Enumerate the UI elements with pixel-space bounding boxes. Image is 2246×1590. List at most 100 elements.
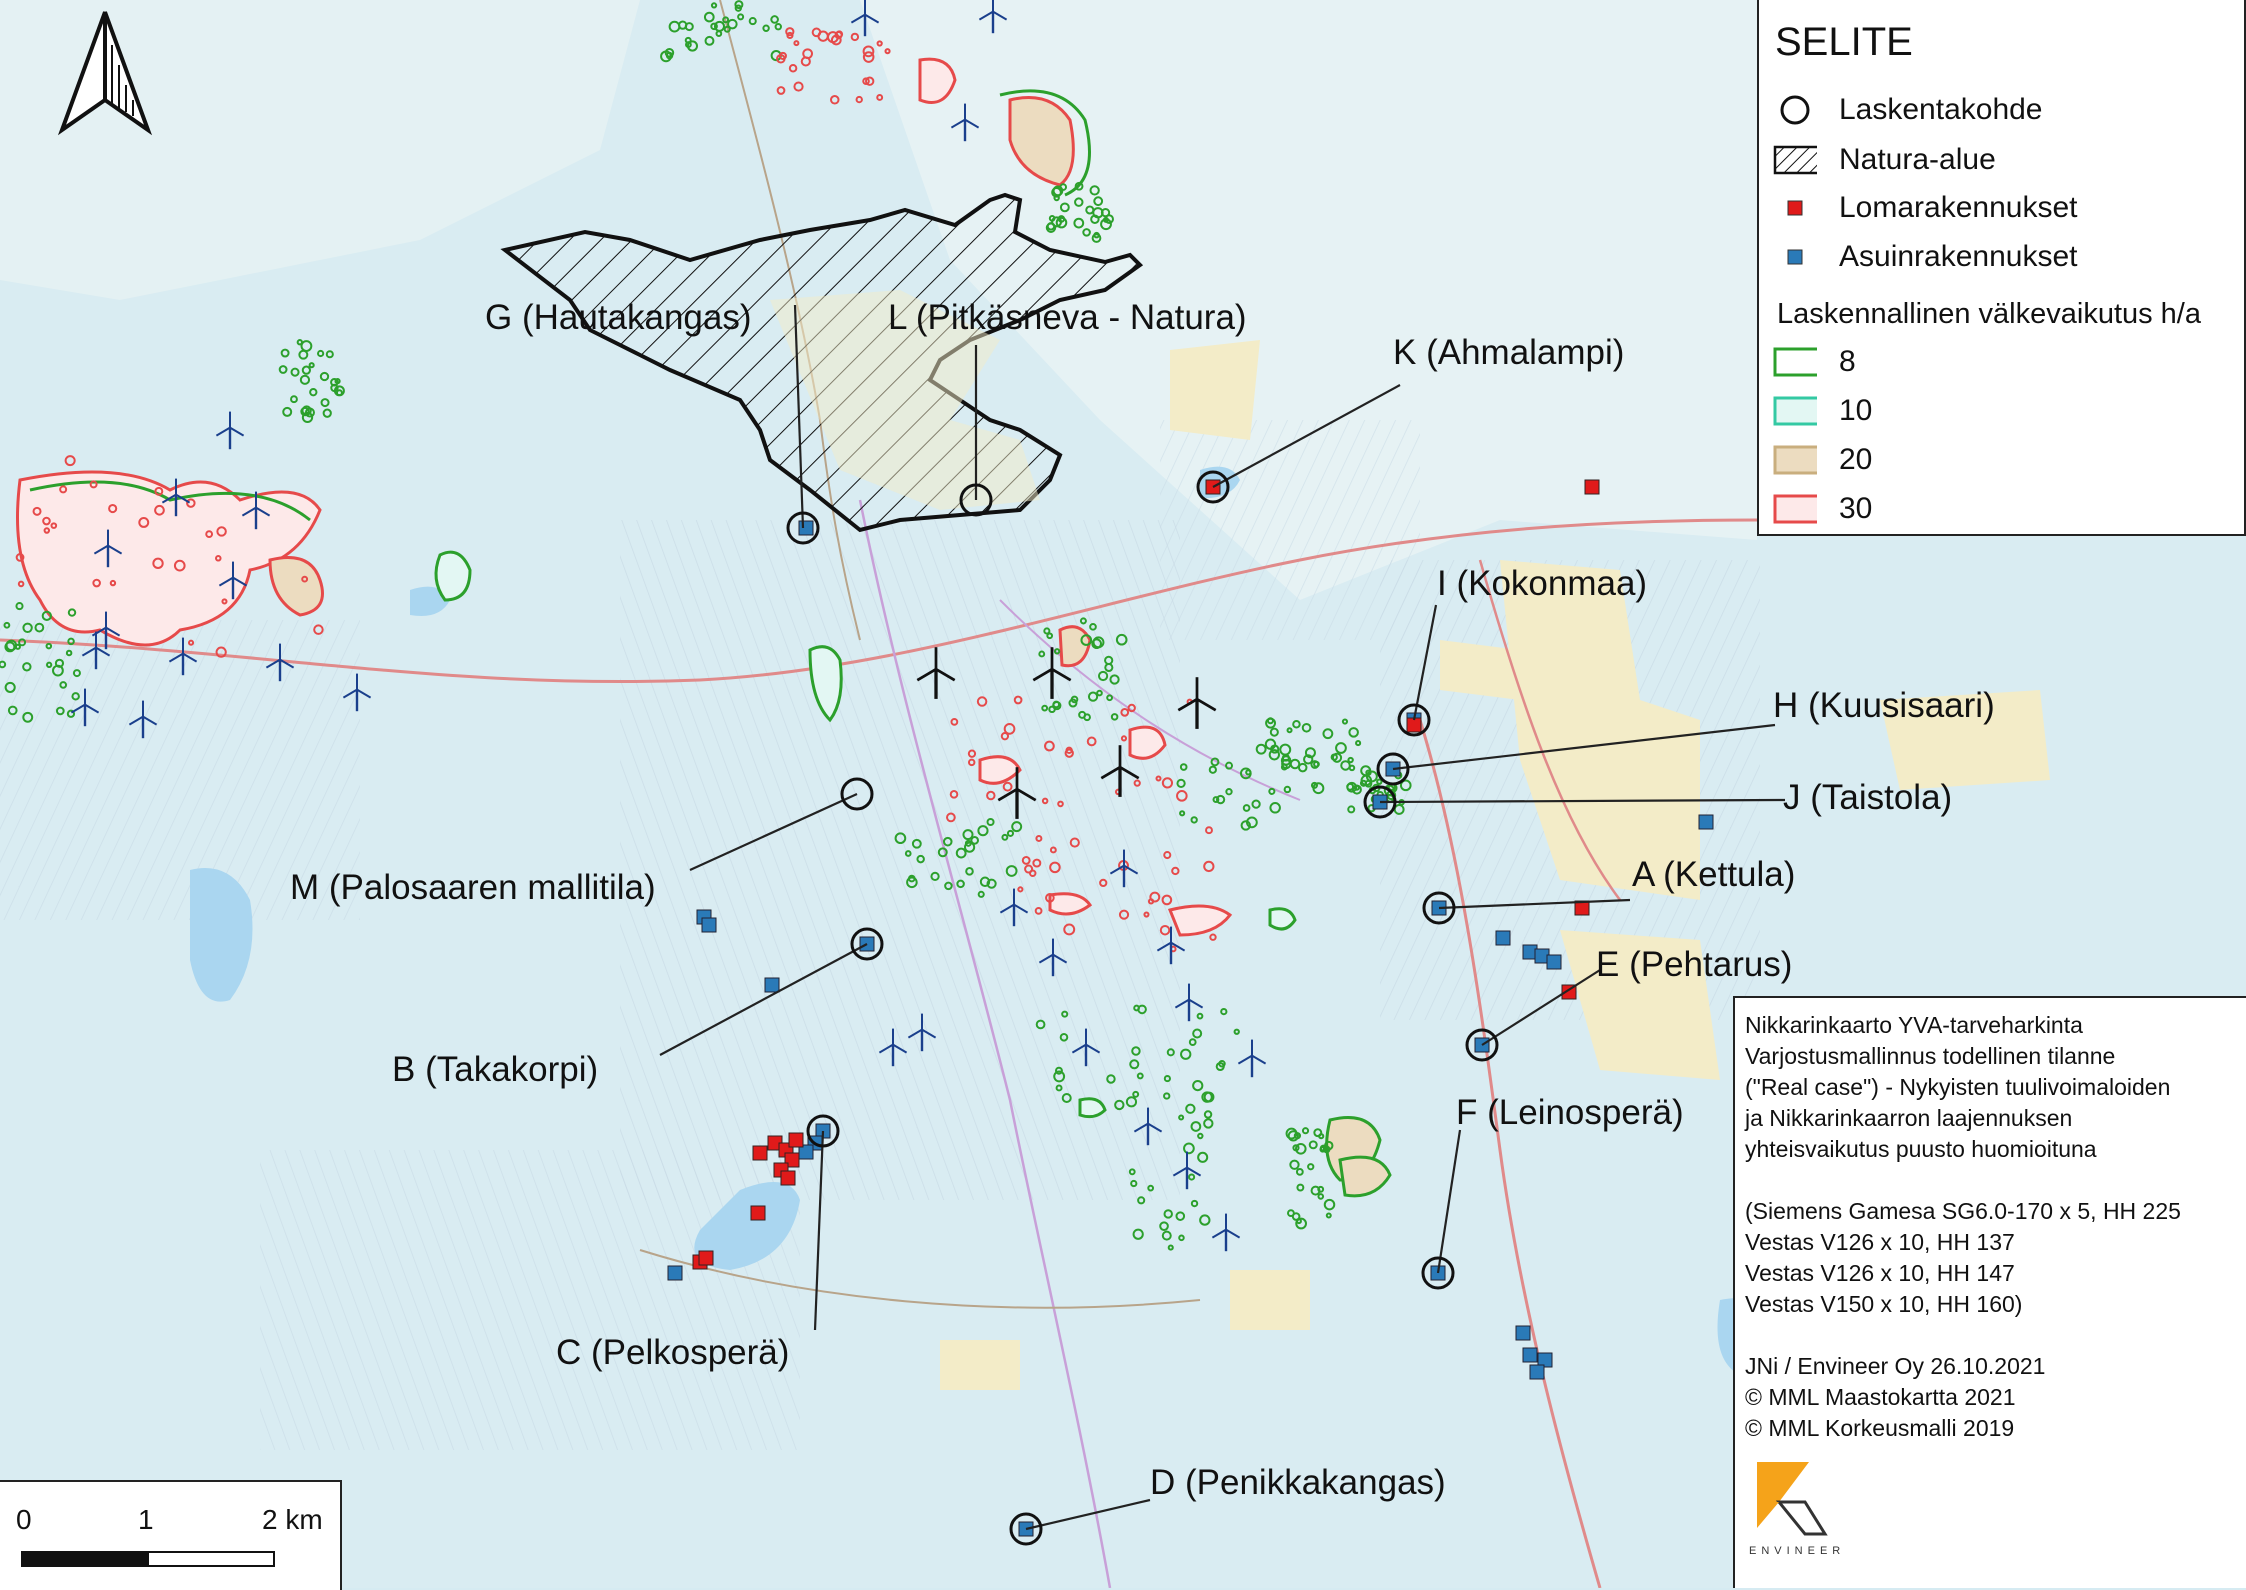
flicker-zone-dot [1046,632,1054,640]
flicker-zone-dot [1053,648,1061,655]
flicker-zone-dot [1099,878,1108,888]
flicker-zone-dot [1208,765,1217,774]
flicker-zone-dot [785,27,795,37]
flicker-zone-dot [686,40,699,52]
envineer-logo-icon [1757,1462,1828,1536]
flicker-zone-dot [334,378,341,385]
flicker-zone-dot [1215,1061,1225,1072]
holiday-building-icon [1406,717,1422,733]
flicker-zone-dot [319,371,330,382]
flicker-zone-dot [1035,1019,1046,1030]
residential-building-icon [1537,1352,1553,1368]
flicker-zone-dot [1143,911,1150,918]
flicker-zone-dot [1335,742,1347,754]
flicker-zone-dot [1055,1084,1063,1092]
flicker-zone-dot [152,557,164,569]
flicker-zone-dot [1132,1090,1140,1098]
flicker-zone-dot [1196,1012,1204,1020]
flicker-zone-dot [89,480,98,489]
flicker-zone-dot [308,362,315,369]
flicker-zone-dot [65,649,73,657]
flicker-zone-dot [1087,691,1099,702]
flicker-zone-dot [1163,1092,1171,1100]
scale-label-2: 2 km [262,1504,323,1535]
flicker-zone-dot [1310,760,1320,769]
leader-line-e [1481,969,1601,1046]
site-label-k: K (Ahmalampi) [1393,333,1625,372]
flicker-zone-dot [1340,760,1351,771]
legend-item-residential: Asuinrakennukset [1773,237,2077,277]
flicker-zone-dot [793,81,804,92]
flicker-zone-dot [1347,756,1354,764]
flicker-zone-dot [55,706,65,716]
flicker-zone-dot [41,610,52,621]
flicker-zone-dot [1006,829,1015,837]
flicker-zone-dot [1176,790,1188,802]
flicker-zone-dot [1317,1193,1325,1200]
flicker-zone-dot [1295,1217,1307,1230]
leader-line-b [659,943,868,1056]
flicker-zone-dot [1348,727,1359,738]
calc-point-l [959,483,993,517]
site-label-j: J (Taistola) [1783,778,1953,817]
flicker-zone-dot [325,350,334,359]
info-line: ("Real case") - Nykyisten tuulivoimaloid… [1745,1074,2171,1100]
leader-line-i [1412,604,1438,721]
calc-point-h [1376,752,1410,786]
flicker-zone-dot [967,749,977,758]
flicker-zone-dot [1210,757,1220,767]
flicker-zone-dot [1149,891,1161,903]
flicker-zone-dot [1365,769,1372,776]
flicker-zone-dot [979,876,991,887]
flicker-zone-dot [734,0,744,10]
leader-line-a [1438,898,1631,910]
flicker-zone-dot [963,841,976,853]
flicker-zone-dot [72,669,81,678]
legend-flicker-8: 8 [1773,342,1856,382]
flicker-zone-dot [1136,1072,1144,1080]
flicker-zone-dot [1013,695,1023,705]
flicker-zone-dot [1127,703,1136,713]
flicker-30-swatch-icon [1773,494,1817,524]
north-arrow-icon [57,11,153,136]
flicker-zone-dot [1147,898,1155,905]
holiday-building-icon [750,1205,766,1221]
flicker-zone-dot [894,832,907,845]
site-label-m: M (Palosaaren mallitila) [290,868,656,907]
red-square-icon [1773,193,1817,223]
flicker-zone-dot [802,48,814,60]
flicker-zone-dot [1192,1028,1203,1039]
flicker-zone-dot [722,16,730,24]
flicker-zone-dot [298,349,309,360]
flicker-zone-dot [1003,723,1016,735]
flicker-zone-dot [1318,1133,1325,1140]
flicker-zone-dot [1365,770,1378,783]
flicker-zone-dot [154,504,165,516]
flicker-zone-dot [1093,196,1104,207]
flicker-zone-dot [5,639,18,652]
legend-item-label: Asuinrakennukset [1839,240,2078,273]
flicker-zone-dot [109,579,117,587]
flicker-zone-dot [1100,207,1111,218]
info-line: Varjostusmallinnus todellinen tilanne [1745,1043,2116,1069]
flicker-zone-dot [1295,1167,1304,1176]
flicker-zone-dot [788,63,798,73]
flicker-zone-dot [1128,1168,1136,1176]
flicker-zone-dot [1053,1070,1066,1083]
flicker-zone-dot [1317,1185,1325,1193]
flicker-zone-dot [1096,689,1103,697]
leader-line-c [813,1130,825,1331]
info-line: © MML Maastokartta 2021 [1745,1384,2016,1410]
residential-building-icon [1529,1364,1545,1380]
flicker-zone-dot [45,642,53,650]
flicker-zone-dot [1203,860,1215,873]
flicker-zone-dot [723,25,731,33]
flicker-zone-dot [1161,777,1174,789]
flicker-zone-dot [1074,197,1084,207]
flicker-zone-dot [1038,650,1046,658]
flicker-zone-dot [45,661,53,669]
flicker-zone-dot [1115,633,1128,646]
flicker-zone-dot [4,681,16,693]
flicker-zone-dot [727,18,738,30]
flicker-zone-dot [976,696,988,707]
